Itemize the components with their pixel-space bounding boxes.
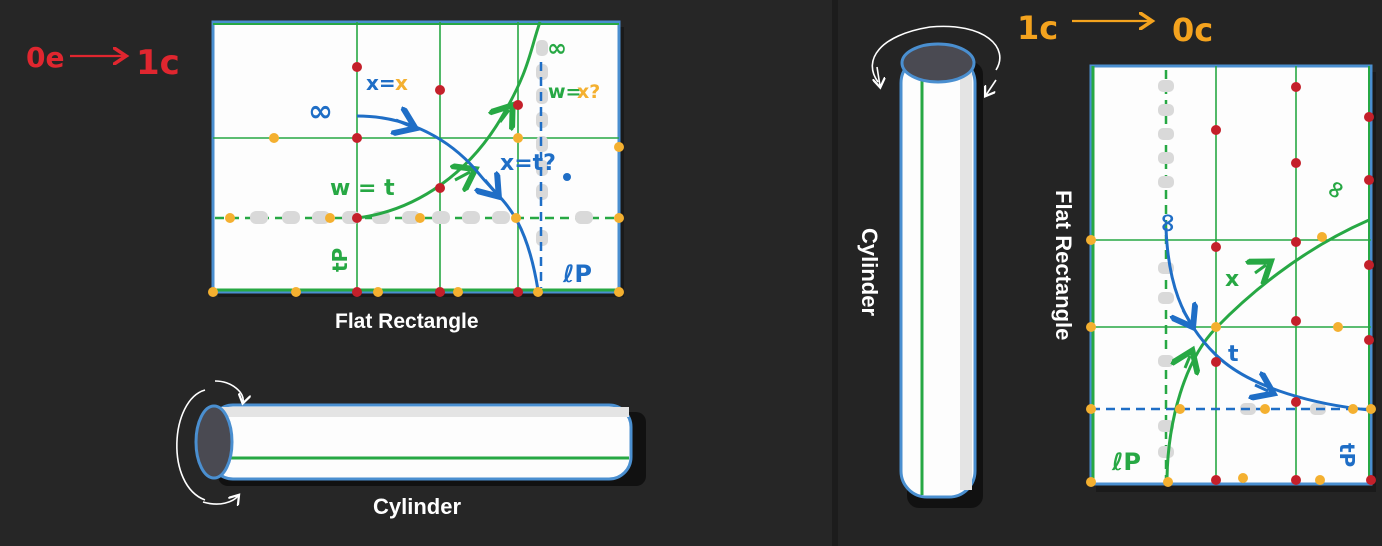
label-lp-left: ℓP xyxy=(562,260,592,288)
transition-from-right: 1c xyxy=(1017,9,1058,47)
infinity-green-left: ∞ xyxy=(547,34,567,62)
transition-to-left: 1c xyxy=(136,43,180,83)
label-x-question: x? xyxy=(577,81,600,103)
label-x-eq: x= xyxy=(366,71,396,95)
caption-cylinder-right: Cylinder xyxy=(857,228,882,316)
label-lp-right: ℓP xyxy=(1111,448,1141,476)
caption-cylinder-left: Cylinder xyxy=(373,494,461,519)
label-t-right: t xyxy=(1228,342,1239,367)
label-w-eq-t: w = t xyxy=(330,176,395,201)
transition-to-right: 0c xyxy=(1172,11,1213,49)
cylinder-left xyxy=(176,380,646,504)
label-x-right: x xyxy=(1225,267,1239,292)
transition-from-left: 0e xyxy=(26,41,64,74)
label-tp-right: tP xyxy=(1335,443,1359,467)
label-x-eq-t: x=t? xyxy=(500,151,556,176)
caption-flat-rectangle-left: Flat Rectangle xyxy=(335,310,479,333)
infinity-blue-left: ∞ xyxy=(308,94,333,129)
label-tp-left: tP xyxy=(328,248,352,272)
label-w-eq: w= xyxy=(548,81,581,103)
caption-flat-rectangle-right: Flat Rectangle xyxy=(1051,190,1076,340)
infinity-blue-right: ∞ xyxy=(1153,212,1183,234)
cylinder-right xyxy=(871,25,1001,508)
panel-divider xyxy=(832,0,838,546)
flat-rectangle-right xyxy=(1086,64,1376,492)
label-x-value: x xyxy=(395,71,408,95)
flat-rectangle-left xyxy=(208,20,624,297)
